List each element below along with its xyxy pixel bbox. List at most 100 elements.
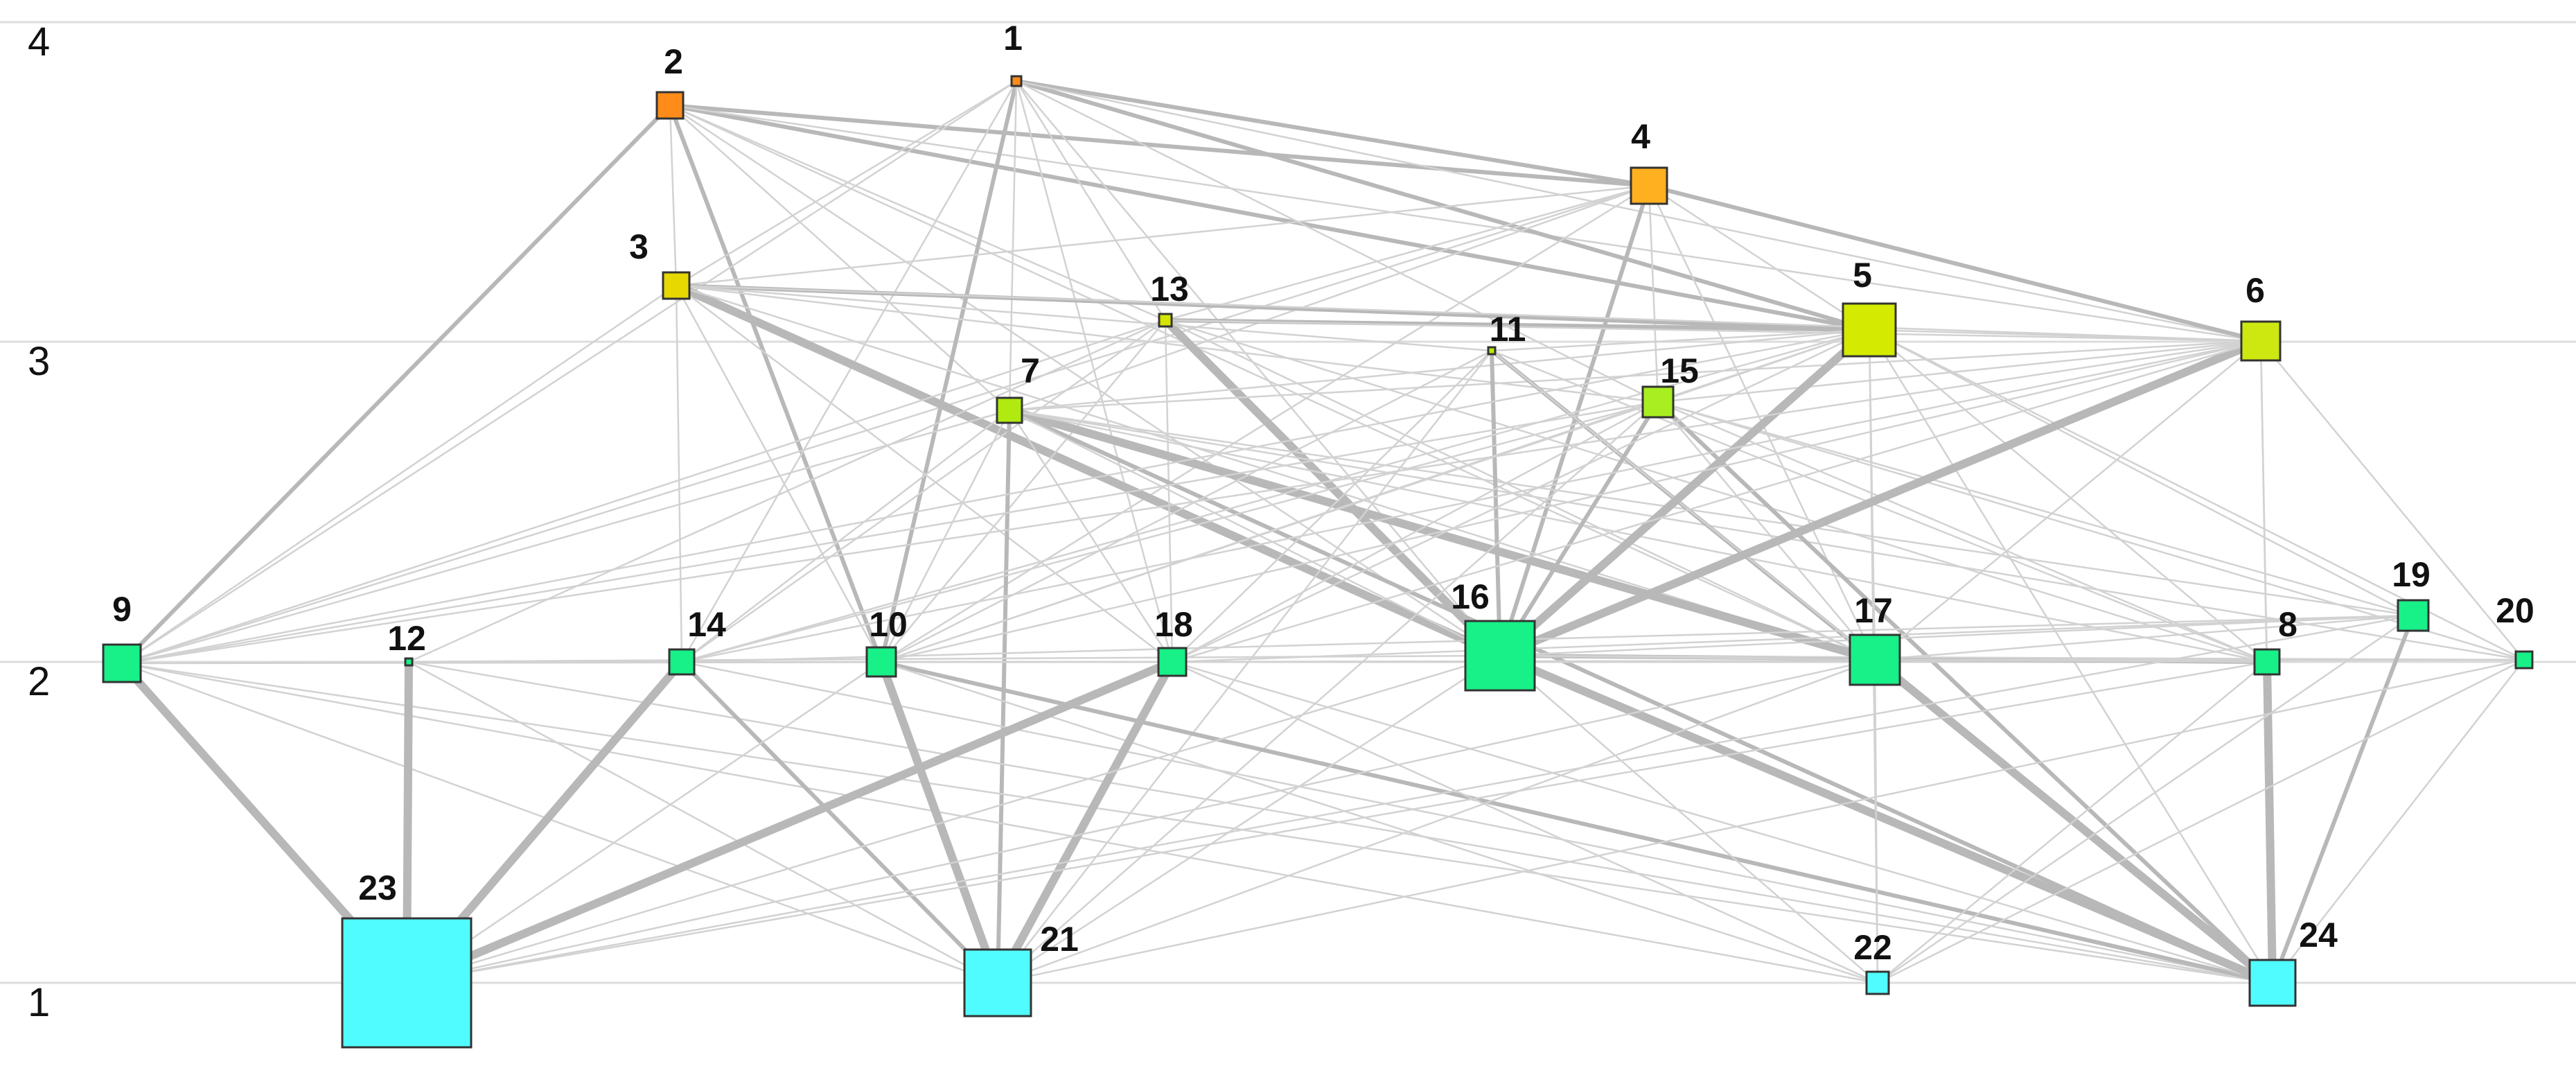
edge-14-24 xyxy=(680,661,2274,984)
node-15[interactable] xyxy=(1641,385,1675,419)
node-12[interactable] xyxy=(404,657,414,667)
edge-11-18 xyxy=(1171,349,1493,663)
edge-3-17 xyxy=(675,284,1876,661)
edge-1-3 xyxy=(675,80,1018,287)
edge-2-17 xyxy=(669,104,1876,661)
node-10[interactable] xyxy=(865,646,897,678)
edge-7-17 xyxy=(1005,406,1879,664)
edge-13-14 xyxy=(680,319,1167,663)
node-6[interactable] xyxy=(2240,320,2282,362)
edge-13-12 xyxy=(407,319,1167,663)
edge-16-23 xyxy=(405,654,1501,984)
edge-4-6 xyxy=(1647,184,2263,343)
edge-4-15 xyxy=(1648,184,1659,403)
edge-5-10 xyxy=(880,329,1871,663)
edge-7-18 xyxy=(1008,409,1174,663)
node-label-4: 4 xyxy=(1631,117,1650,156)
node-5[interactable] xyxy=(1842,302,1897,358)
edge-4-13 xyxy=(1164,184,1650,322)
level-gridlines xyxy=(0,21,2576,984)
edge-15-9 xyxy=(121,401,1659,665)
edge-5-6 xyxy=(1868,329,2262,342)
edge-8-24 xyxy=(2263,658,2277,987)
node-label-16: 16 xyxy=(1451,577,1490,616)
node-22[interactable] xyxy=(1865,970,1890,995)
edge-15-21 xyxy=(996,401,1659,984)
edge-3-14 xyxy=(675,284,683,663)
edge-2-4 xyxy=(668,103,1651,188)
node-11[interactable] xyxy=(1487,346,1497,356)
edge-5-8 xyxy=(1868,329,2268,663)
node-23[interactable] xyxy=(341,917,473,1049)
edge-7-5 xyxy=(1008,329,1871,412)
edge-2-16 xyxy=(669,104,1501,657)
edge-1-16 xyxy=(1015,80,1501,657)
edge-10-22 xyxy=(880,661,1879,984)
edge-17-23 xyxy=(405,658,1876,984)
edge-7-20 xyxy=(1008,409,2525,661)
edge-1-15 xyxy=(1015,80,1659,403)
edge-15-17 xyxy=(1657,401,1876,661)
node-19[interactable] xyxy=(2397,599,2430,632)
node-label-11: 11 xyxy=(1490,310,1526,349)
edge-2-13 xyxy=(669,104,1167,322)
edge-5-16 xyxy=(1496,326,1873,660)
edge-19-22 xyxy=(1876,614,2415,984)
edge-11-21 xyxy=(996,349,1493,984)
edge-15-18 xyxy=(1171,401,1659,663)
node-label-13: 13 xyxy=(1150,270,1189,308)
edge-3-16 xyxy=(672,281,1504,660)
edge-1-6 xyxy=(1015,80,2262,342)
node-label-7: 7 xyxy=(1021,351,1040,390)
node-label-3: 3 xyxy=(629,227,649,266)
edge-11-17 xyxy=(1490,349,1876,661)
node-label-5: 5 xyxy=(1853,256,1872,295)
edge-15-14 xyxy=(680,401,1659,663)
node-14[interactable] xyxy=(668,648,696,676)
edge-1-7 xyxy=(1008,80,1018,412)
edge-5-9 xyxy=(121,329,1871,665)
node-21[interactable] xyxy=(963,948,1032,1017)
edge-8-23 xyxy=(405,661,2268,984)
node-3[interactable] xyxy=(662,271,691,300)
edge-10-21 xyxy=(877,658,1002,987)
level-label-3: 3 xyxy=(28,339,50,384)
edges-layer xyxy=(118,79,2525,987)
node-7[interactable] xyxy=(996,396,1023,424)
node-label-17: 17 xyxy=(1854,591,1893,630)
level-label-2: 2 xyxy=(28,659,50,704)
node-4[interactable] xyxy=(1630,166,1668,205)
edge-4-5 xyxy=(1648,184,1871,331)
node-label-1: 1 xyxy=(1003,19,1023,58)
edge-20-22 xyxy=(1876,658,2525,984)
edge-1-14 xyxy=(680,80,1018,663)
edge-3-10 xyxy=(675,284,883,663)
node-9[interactable] xyxy=(102,643,142,683)
edge-12-21 xyxy=(407,661,999,984)
edge-2-9 xyxy=(120,103,672,665)
node-13[interactable] xyxy=(1158,313,1173,328)
node-1[interactable] xyxy=(1010,75,1023,87)
edge-16-24 xyxy=(1496,652,2277,987)
edge-18-22 xyxy=(1171,661,1879,984)
edge-13-8 xyxy=(1164,319,2268,663)
edge-8-22 xyxy=(1876,661,2268,984)
edge-11-8 xyxy=(1490,349,2268,663)
node-2[interactable] xyxy=(655,91,685,120)
edge-9-22 xyxy=(121,662,1879,984)
node-label-22: 22 xyxy=(1853,928,1892,967)
edge-5-14 xyxy=(680,329,1871,663)
node-24[interactable] xyxy=(2248,959,2297,1007)
edge-11-5 xyxy=(1490,329,1871,352)
node-18[interactable] xyxy=(1157,647,1188,677)
node-8[interactable] xyxy=(2253,648,2281,676)
edge-13-6 xyxy=(1164,319,2262,342)
edge-9-16 xyxy=(121,654,1501,665)
edge-4-16 xyxy=(1498,184,1651,658)
edge-14-21 xyxy=(680,660,1000,985)
node-17[interactable] xyxy=(1849,634,1901,686)
node-16[interactable] xyxy=(1464,620,1536,692)
node-20[interactable] xyxy=(2514,650,2534,670)
